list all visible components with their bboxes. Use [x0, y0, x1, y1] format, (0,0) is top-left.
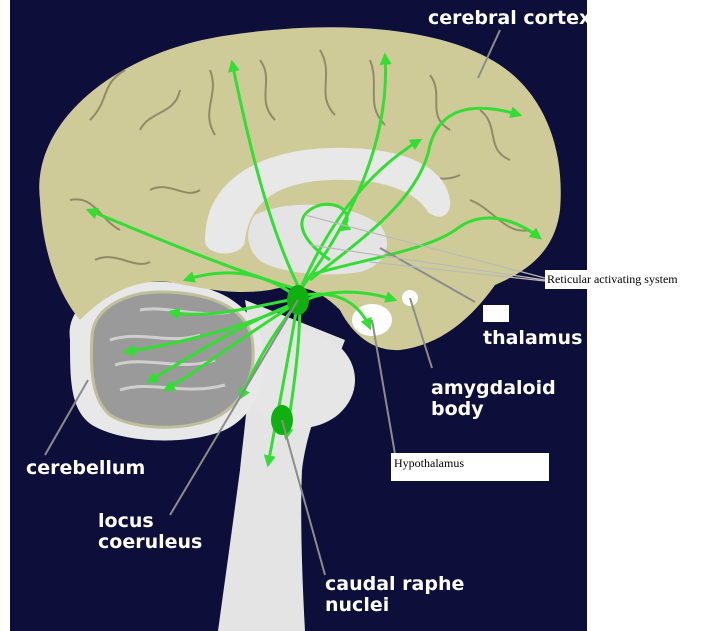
label-cerebral-cortex: cerebral cortex [428, 8, 591, 29]
label-hypothalamus: Hypothalamus [391, 453, 549, 481]
label-cerebellum: cerebellum [26, 458, 145, 479]
label-locus-line1: locus [98, 511, 202, 532]
label-locus-coeruleus: locus coeruleus [98, 511, 202, 554]
label-locus-line2: coeruleus [98, 532, 202, 553]
label-amygdaloid-line2: body [431, 399, 556, 420]
label-caudal-line2: nuclei [325, 595, 464, 616]
label-thalamus: thalamus [483, 328, 582, 349]
label-caudal-line1: caudal raphe [325, 574, 464, 595]
label-amygdaloid-body: amygdaloid body [431, 378, 556, 421]
label-reticular-activating-system: Reticular activating system [545, 270, 680, 289]
label-caudal-raphe-nuclei: caudal raphe nuclei [325, 574, 464, 617]
label-amygdaloid-line1: amygdaloid [431, 378, 556, 399]
blank-label-box [483, 305, 509, 322]
